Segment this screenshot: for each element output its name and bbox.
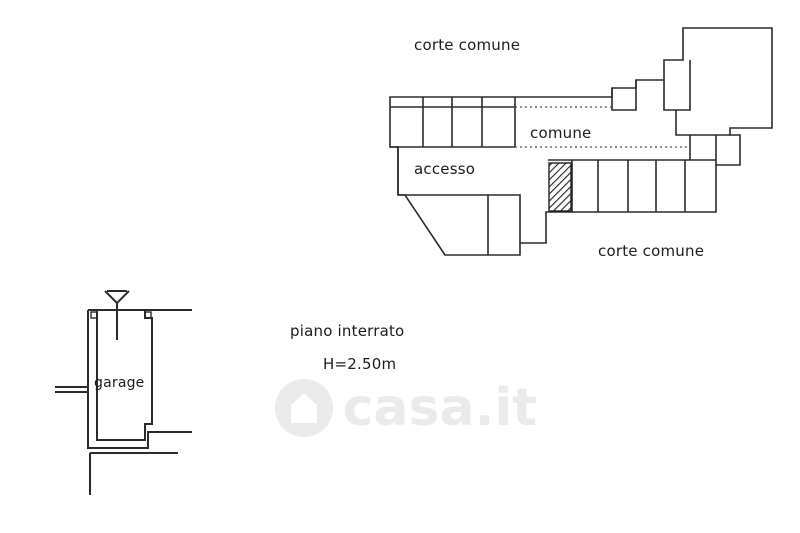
label-corte-comune-top: corte comune xyxy=(414,36,521,54)
house-icon xyxy=(275,379,333,437)
label-garage: garage xyxy=(94,375,145,391)
label-accesso: accesso xyxy=(414,160,476,178)
watermark: casa.it xyxy=(275,368,537,448)
label-height: H=2.50m xyxy=(323,355,397,373)
garage-plan xyxy=(55,290,192,495)
building-plan xyxy=(389,27,773,256)
garage-wall-left xyxy=(55,386,88,393)
label-comune: comune xyxy=(530,124,592,142)
room-divisions-bottom xyxy=(397,147,521,255)
north-arrow-icon xyxy=(104,290,130,340)
watermark-text: casa.it xyxy=(342,378,537,438)
stair-hatch xyxy=(548,162,572,212)
label-piano-interrato: piano interrato xyxy=(290,322,405,340)
garage-wall-lower xyxy=(89,452,178,495)
column-marker xyxy=(144,311,152,319)
room-divisions-top xyxy=(390,97,516,148)
corridor-lines xyxy=(515,106,690,148)
room-divisions-right xyxy=(548,60,730,212)
column-marker xyxy=(90,311,98,319)
building-outline xyxy=(389,27,773,256)
label-corte-comune-bottom: corte comune xyxy=(598,242,705,260)
